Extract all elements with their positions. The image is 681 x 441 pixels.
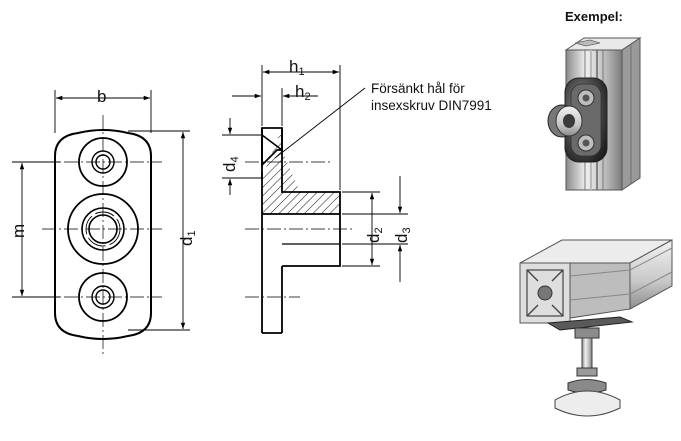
label-d2: d2 [364,227,385,243]
bottom-hole-countersink [91,285,115,309]
label-d4: d4 [220,156,241,172]
top-hole-bore [95,154,111,170]
side-countersink [261,134,283,151]
label-d3: d3 [392,227,413,243]
front-view [12,90,190,355]
example-photo-profile-vertical [547,37,642,191]
side-boss [281,150,341,267]
top-hole-countersink [91,150,115,174]
side-section-hatch [262,128,340,214]
top-hole-outer [78,137,128,187]
label-m: m [9,223,28,238]
label-h1: h1 [289,57,305,78]
bottom-hole-outer [78,272,128,322]
example-title: Exempel: [565,9,623,24]
countersunk-hole-note: Försänkt hål för insexskruv DIN7991 [371,80,492,114]
side-view [222,65,408,334]
front-view-outline [54,129,152,340]
center-hole-thread [85,211,121,247]
center-hole-outer [67,193,139,265]
label-b: b [97,87,107,106]
example-photo-profile-horizontal [519,239,673,417]
label-h2: h2 [295,82,311,103]
center-hole-bore [88,214,118,244]
bottom-hole-bore [95,289,111,305]
note-line-1: Försänkt hål för [371,81,465,96]
label-d1: d1 [177,230,198,246]
center-hole-boss [81,207,125,251]
note-line-2: insexskruv DIN7991 [371,98,492,113]
note-leader [274,87,366,159]
